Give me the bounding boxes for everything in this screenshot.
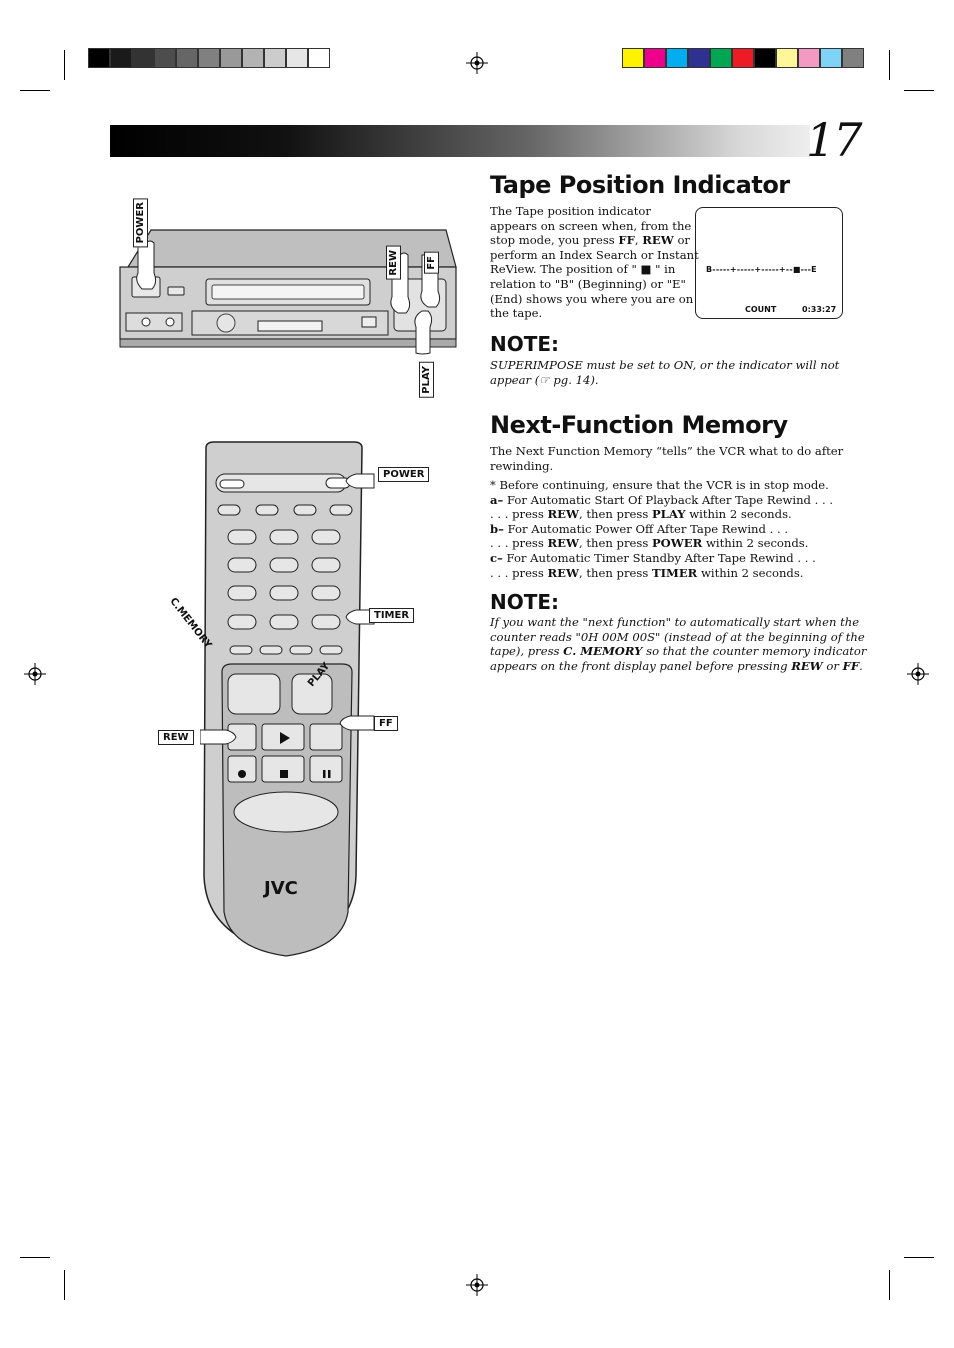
crop-mark — [904, 1257, 934, 1258]
calibration-swatch — [154, 48, 176, 68]
tape-note-title: NOTE: — [490, 332, 560, 356]
text-line: rewinding. — [490, 458, 554, 473]
tape-indicator-bar: B-----+-----+-----+--■---E — [706, 265, 817, 274]
calibration-swatch — [220, 48, 242, 68]
calibration-swatch — [666, 48, 688, 68]
text-line: * Before continuing, ensure that the VCR… — [490, 478, 829, 492]
calibration-swatch — [732, 48, 754, 68]
registration-mark-icon — [466, 52, 488, 74]
calibration-swatch — [798, 48, 820, 68]
crop-mark — [64, 1270, 65, 1300]
next-function-title: Next-Function Memory — [490, 411, 788, 439]
calibration-swatch — [776, 48, 798, 68]
crop-mark — [889, 50, 890, 80]
text-line: If you want the "next function" to autom… — [490, 615, 860, 629]
text-line: (End) shows you where you are on — [490, 291, 694, 306]
next-function-note-title: NOTE: — [490, 590, 560, 614]
calibration-swatch — [644, 48, 666, 68]
calibration-swatch — [754, 48, 776, 68]
next-function-intro: The Next Function Memory “tells” the VCR… — [490, 444, 844, 473]
vcr-play-label: PLAY — [419, 362, 434, 398]
next-function-steps: * Before continuing, ensure that the VCR… — [490, 478, 840, 580]
text-line: SUPERIMPOSE must be set to ON, or the in… — [490, 358, 840, 372]
crop-mark — [904, 90, 934, 91]
registration-mark-icon — [24, 663, 46, 685]
calibration-swatch — [842, 48, 864, 68]
text-line: b– For Automatic Power Off After Tape Re… — [490, 521, 789, 536]
vcr-ff-label: FF — [424, 252, 439, 274]
remote-ff-label: FF — [374, 716, 398, 731]
count-value: 0:33:27 — [802, 305, 837, 314]
text-line: ReView. The position of " ■ " in — [490, 262, 676, 277]
remote-power-label: POWER — [378, 467, 430, 482]
vcr-power-label: POWER — [133, 198, 148, 248]
text-line: c– For Automatic Timer Standby After Tap… — [490, 550, 816, 565]
calibration-swatch — [242, 48, 264, 68]
calibration-swatch — [132, 48, 154, 68]
next-function-note-text: If you want the "next function" to autom… — [490, 615, 867, 673]
text-line: The Tape position indicator — [490, 204, 651, 218]
remote-timer-label: TIMER — [369, 608, 415, 623]
calibration-swatch — [198, 48, 220, 68]
text-line: relation to "B" (Beginning) or "E" — [490, 276, 686, 291]
calibration-swatch — [688, 48, 710, 68]
calibration-swatch — [820, 48, 842, 68]
text-line: . . . press REW, then press TIMER within… — [490, 565, 804, 580]
header-bar — [110, 125, 810, 157]
text-line: perform an Index Search or Instant — [490, 247, 699, 262]
calibration-swatch — [176, 48, 198, 68]
vcr-illustration — [119, 229, 457, 355]
calibration-swatch — [286, 48, 308, 68]
calibration-swatch — [622, 48, 644, 68]
registration-mark-icon — [466, 1274, 488, 1296]
text-line: appear (☞ pg. 14). — [490, 372, 599, 387]
text-line: appears on the front display panel befor… — [490, 658, 863, 673]
crop-mark — [20, 1257, 50, 1258]
crop-mark — [889, 1270, 890, 1300]
remote-brand-logo: JVC — [262, 878, 298, 899]
tv-screen-illustration: B-----+-----+-----+--■---E COUNT 0:33:27 — [695, 207, 843, 319]
text-line: The Next Function Memory “tells” the VCR… — [490, 444, 844, 458]
remote-rew-label: REW — [158, 730, 194, 745]
registration-mark-icon — [907, 663, 929, 685]
crop-mark — [64, 50, 65, 80]
text-line: . . . press REW, then press PLAY within … — [490, 507, 792, 522]
text-line: . . . press REW, then press POWER within… — [490, 536, 809, 551]
text-line: a– For Automatic Start Of Playback After… — [490, 492, 834, 507]
calibration-swatch — [88, 48, 110, 68]
tape-position-title: Tape Position Indicator — [490, 171, 790, 199]
text-line: stop mode, you press FF, REW or — [490, 233, 690, 248]
calibration-swatch — [308, 48, 330, 68]
crop-mark — [20, 90, 50, 91]
page-number: 17 — [806, 113, 863, 167]
text-line: the tape. — [490, 306, 543, 321]
calibration-swatch — [710, 48, 732, 68]
calibration-swatch — [264, 48, 286, 68]
tape-note-text: SUPERIMPOSE must be set to ON, or the in… — [490, 358, 840, 387]
count-label: COUNT — [745, 305, 777, 314]
text-line: counter reads "0H 00M 00S" (instead of a… — [490, 629, 865, 644]
calibration-swatch — [110, 48, 132, 68]
remote-control-illustration: JVC — [200, 441, 375, 957]
text-line: tape), press C. MEMORY so that the count… — [490, 644, 867, 659]
text-line: appears on screen when, from the — [490, 218, 692, 233]
vcr-rew-label: REW — [386, 246, 401, 280]
